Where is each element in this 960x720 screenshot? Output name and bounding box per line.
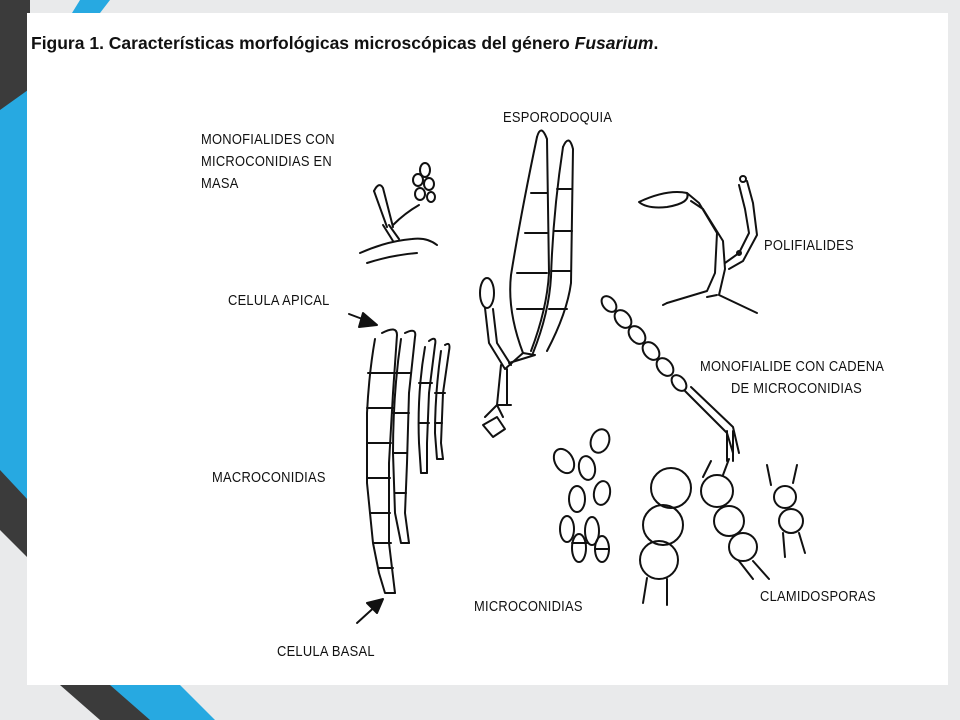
label-monofialides-line3: MASA (201, 175, 239, 192)
fusarium-diagram (348, 129, 806, 624)
label-celula-apical: CELULA APICAL (228, 292, 330, 309)
label-polifialides: POLIFIALIDES (764, 237, 854, 254)
label-clamidosporas: CLAMIDOSPORAS (760, 588, 876, 605)
label-microconidias: MICROCONIDIAS (474, 598, 583, 615)
label-esporodoquia: ESPORODOQUIA (503, 109, 613, 126)
label-monofialide-cadena-line1: MONOFIALIDE CON CADENA (700, 358, 885, 375)
label-celula-basal: CELULA BASAL (277, 643, 375, 660)
top-blue-stripe (72, 0, 110, 13)
label-monofialides-masa: MONOFIALIDES CON MICROCONIDIAS EN MASA (201, 129, 335, 195)
label-monofialides-line1: MONOFIALIDES CON (201, 131, 335, 148)
clamidosporas-drawing (639, 458, 806, 606)
bottom-blue-stripe (110, 685, 215, 720)
figure-title-prefix: Figura 1. Características morfológicas m… (31, 33, 575, 53)
macroconidias-drawing (366, 328, 451, 594)
microconidias-drawing (552, 428, 612, 563)
monofialide-chain-drawing (600, 295, 740, 462)
celula-apical-arrow (348, 312, 378, 328)
label-monofialides-line2: MICROCONIDIAS EN (201, 153, 332, 170)
label-monofialide-cadena-line2: DE MICROCONIDIAS (730, 380, 862, 397)
figure-title-suffix: . (653, 33, 659, 53)
label-monofialide-cadena: MONOFIALIDE CON CADENA DE MICROCONIDIAS (700, 356, 884, 400)
label-macroconidias: MACROCONIDIAS (212, 469, 326, 486)
polifialides-drawing (638, 175, 758, 314)
celula-basal-arrow (356, 598, 384, 624)
figure-card: Figura 1. Características morfológicas m… (27, 13, 948, 685)
left-blue-stripe (0, 90, 28, 500)
figure-title: Figura 1. Características morfológicas m… (31, 33, 658, 54)
esporodoquia-drawing (479, 129, 574, 438)
monofialide-mass-drawing (359, 162, 438, 264)
figure-title-genus: Fusarium (574, 33, 654, 53)
